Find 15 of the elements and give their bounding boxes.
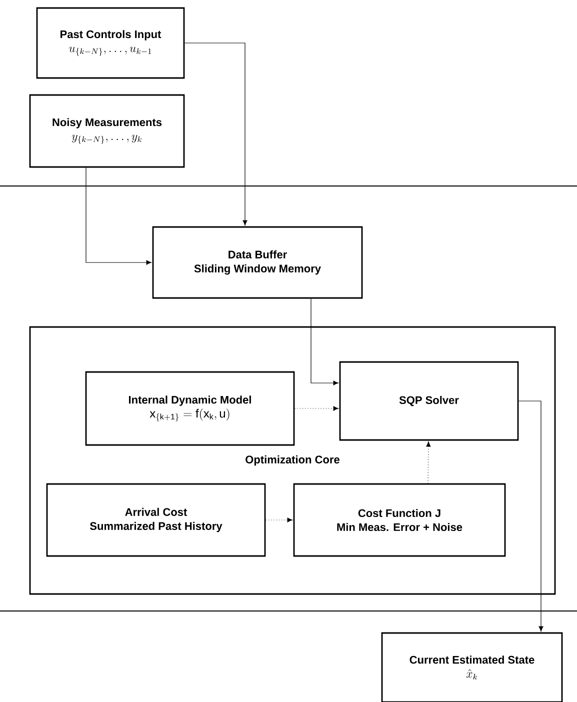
model-box: Internal Dynamic Model $\mathrm{x}_{\{\mathrm{k+1}\}} = \mathrm{f}(\mathrm{x}_{\mathrm{k}}, \mathrm{u})$ <box>85 371 295 446</box>
buffer-box: Data Buffer Sliding Window Memory <box>152 226 363 299</box>
arrow <box>86 167 152 265</box>
arrow <box>294 406 338 411</box>
arrow <box>265 518 292 522</box>
arrow <box>518 400 544 632</box>
input-box: Past Controls Input $u_{\{k-N\}}, \ldots, u_{k-1}$ <box>36 7 185 79</box>
arrow <box>184 42 248 226</box>
input-box: Noisy Measurements $y_{\{k-N\}}, \ldots, y_k$ <box>29 94 185 168</box>
arrow <box>310 298 338 386</box>
output-box: Current Estimated State $\hat{x}_k$ <box>381 632 563 702</box>
solver-box: SQP Solver <box>339 361 519 441</box>
cost-box: Arrival Cost Summarized Past History <box>46 483 266 557</box>
cost-box: Cost Function J Min Meas. Error + Noise <box>293 483 506 557</box>
arrow <box>426 442 431 484</box>
